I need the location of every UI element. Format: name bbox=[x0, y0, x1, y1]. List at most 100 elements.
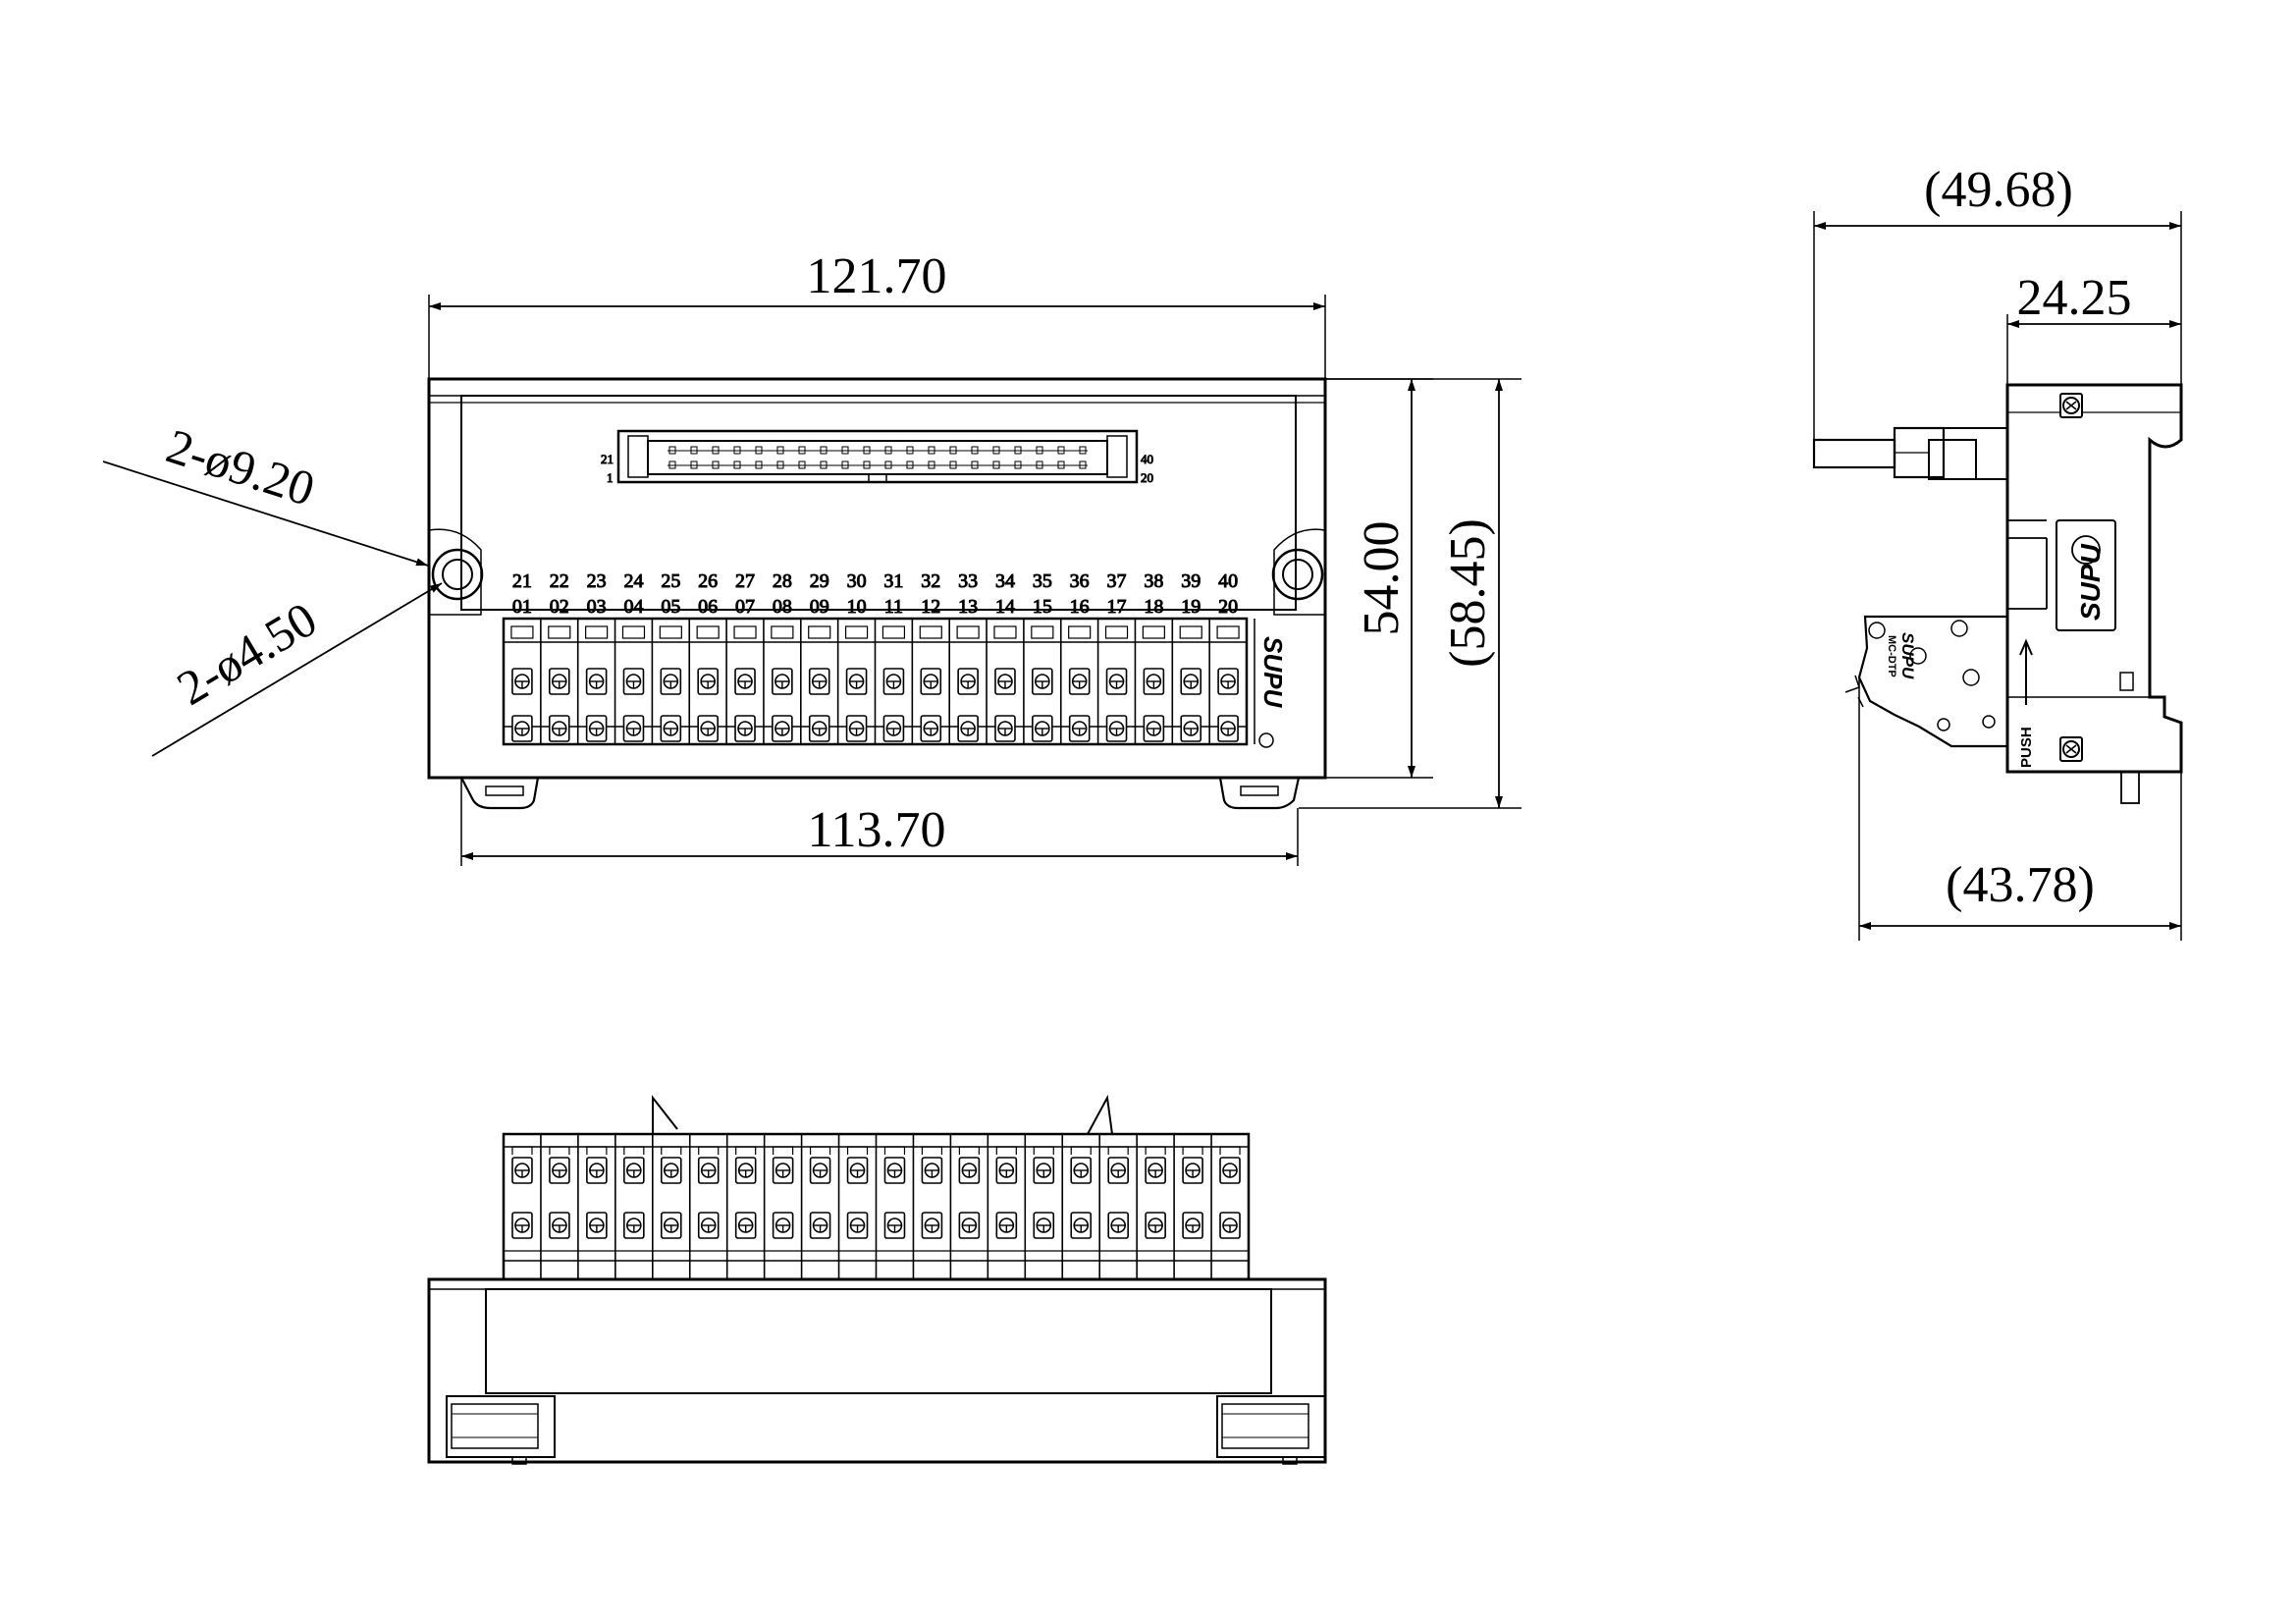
terminal-number-top: 27 bbox=[735, 570, 755, 592]
terminal-cell bbox=[1210, 1134, 1241, 1279]
terminal-number-bottom: 13 bbox=[958, 596, 978, 618]
terminal-cell bbox=[1059, 619, 1092, 744]
terminal-number-top: 30 bbox=[847, 570, 867, 592]
bottom-retention-tab-right bbox=[1087, 1094, 1113, 1135]
bottom-foot-left bbox=[446, 1395, 556, 1465]
dim-side-overall-depth: (49.68) bbox=[1924, 162, 2073, 218]
bottom-base bbox=[427, 1277, 1327, 1464]
svg-text:SUPU: SUPU bbox=[2075, 543, 2106, 621]
terminal-number-bottom: 17 bbox=[1107, 596, 1127, 618]
terminal-cell bbox=[651, 1134, 682, 1279]
terminal-cell bbox=[874, 619, 906, 744]
terminal-cell bbox=[540, 1134, 570, 1279]
terminal-number-top: 34 bbox=[995, 570, 1015, 592]
terminal-cell bbox=[1098, 1134, 1129, 1279]
terminal-number-top: 25 bbox=[661, 570, 680, 592]
mounting-hole-left bbox=[428, 528, 484, 616]
terminal-cell bbox=[837, 1134, 869, 1279]
callout-large-hole: 2-ø9.20 bbox=[160, 418, 321, 516]
terminal-number-top: 21 bbox=[512, 570, 532, 592]
terminal-cell bbox=[1171, 619, 1202, 744]
dim-body-height: 54.00 bbox=[1354, 521, 1410, 636]
side-model-label: MC-DTP bbox=[1886, 635, 1897, 677]
supu-side-logo: SUPU bbox=[2056, 519, 2116, 631]
terminal-number-top: 26 bbox=[698, 570, 718, 592]
terminal-number-top: 33 bbox=[958, 570, 978, 592]
header-label-21: 21 bbox=[601, 452, 614, 466]
side-view: SUPU SUPU MC-DTP PUSH bbox=[1812, 383, 2183, 804]
terminal-number-bottom: 16 bbox=[1070, 596, 1090, 618]
dim-side-base-depth: (43.78) bbox=[1946, 857, 2095, 913]
terminal-number-bottom: 19 bbox=[1181, 596, 1201, 618]
terminal-number-bottom: 03 bbox=[587, 596, 607, 618]
mounting-hole-right bbox=[1271, 528, 1326, 616]
supu-side-label: SUPU bbox=[1254, 619, 1288, 748]
header-label-20: 20 bbox=[1141, 470, 1153, 485]
terminal-number-top: 24 bbox=[623, 570, 643, 592]
header-label-1: 1 bbox=[607, 470, 614, 485]
terminal-cell bbox=[1173, 1134, 1203, 1279]
terminal-number-bottom: 11 bbox=[884, 596, 903, 618]
terminal-cell bbox=[725, 1134, 757, 1279]
terminal-cell bbox=[725, 619, 757, 744]
ribbon-header-connector bbox=[616, 429, 1139, 484]
terminal-number-top: 31 bbox=[883, 570, 903, 592]
dim-overall-width: 121.70 bbox=[807, 248, 947, 304]
terminal-cell bbox=[511, 1146, 533, 1239]
header-label-40: 40 bbox=[1141, 452, 1153, 466]
terminal-number-bottom: 02 bbox=[550, 596, 569, 618]
terminal-number-top: 38 bbox=[1144, 570, 1163, 592]
bottom-retention-tab-left bbox=[652, 1095, 678, 1134]
terminal-cell bbox=[800, 1134, 831, 1279]
dim-side-body-depth: 24.25 bbox=[2017, 270, 2132, 326]
terminal-cell bbox=[911, 619, 942, 744]
terminal-cell bbox=[799, 619, 831, 744]
terminal-cell bbox=[986, 619, 1017, 744]
terminal-number-bottom: 18 bbox=[1144, 596, 1163, 618]
terminal-cell bbox=[688, 619, 720, 744]
dim-mount-pitch: 113.70 bbox=[807, 802, 945, 858]
side-cable-plug bbox=[1812, 426, 2007, 480]
side-dimensions bbox=[1813, 211, 2182, 941]
terminal-number-top: 23 bbox=[587, 570, 607, 592]
terminal-number-top: 29 bbox=[810, 570, 829, 592]
terminal-number-bottom: 06 bbox=[698, 596, 718, 618]
terminal-cell bbox=[1024, 1134, 1055, 1279]
terminal-cell bbox=[651, 619, 682, 744]
terminal-cell bbox=[912, 1134, 943, 1279]
terminal-cell bbox=[948, 619, 980, 744]
terminal-cell bbox=[1096, 619, 1129, 744]
terminal-cell bbox=[949, 1134, 981, 1279]
terminal-cell bbox=[1208, 619, 1240, 744]
side-clip-brand: SUPU bbox=[1898, 632, 1917, 679]
side-body-outline bbox=[2005, 383, 2183, 774]
terminal-number-top: 35 bbox=[1033, 570, 1052, 592]
front-terminal-cells bbox=[510, 619, 1240, 744]
terminal-number-top: 39 bbox=[1181, 570, 1201, 592]
terminal-number-bottom: 15 bbox=[1033, 596, 1052, 618]
terminal-cell bbox=[875, 1134, 906, 1279]
terminal-cell bbox=[576, 619, 609, 744]
terminal-number-bottom: 08 bbox=[773, 596, 792, 618]
terminal-cell bbox=[510, 625, 534, 742]
terminal-cell bbox=[763, 1134, 794, 1279]
terminal-number-bottom: 14 bbox=[995, 596, 1015, 618]
terminal-cell bbox=[1136, 1134, 1166, 1279]
terminal-number-top: 22 bbox=[550, 570, 569, 592]
terminal-cell bbox=[763, 619, 794, 744]
terminal-number-top: 32 bbox=[921, 570, 940, 592]
terminal-number-bottom: 10 bbox=[847, 596, 867, 618]
terminal-number-bottom: 07 bbox=[735, 596, 755, 618]
terminal-cell bbox=[540, 619, 571, 744]
terminal-number-bottom: 04 bbox=[623, 596, 643, 618]
terminal-cell bbox=[688, 1134, 720, 1279]
terminal-cell bbox=[1134, 619, 1165, 744]
side-din-clip bbox=[1857, 615, 2009, 748]
callout-small-hole: 2-ø4.50 bbox=[168, 591, 326, 716]
terminal-number-bottom: 05 bbox=[661, 596, 680, 618]
terminal-number-bottom: 12 bbox=[921, 596, 940, 618]
